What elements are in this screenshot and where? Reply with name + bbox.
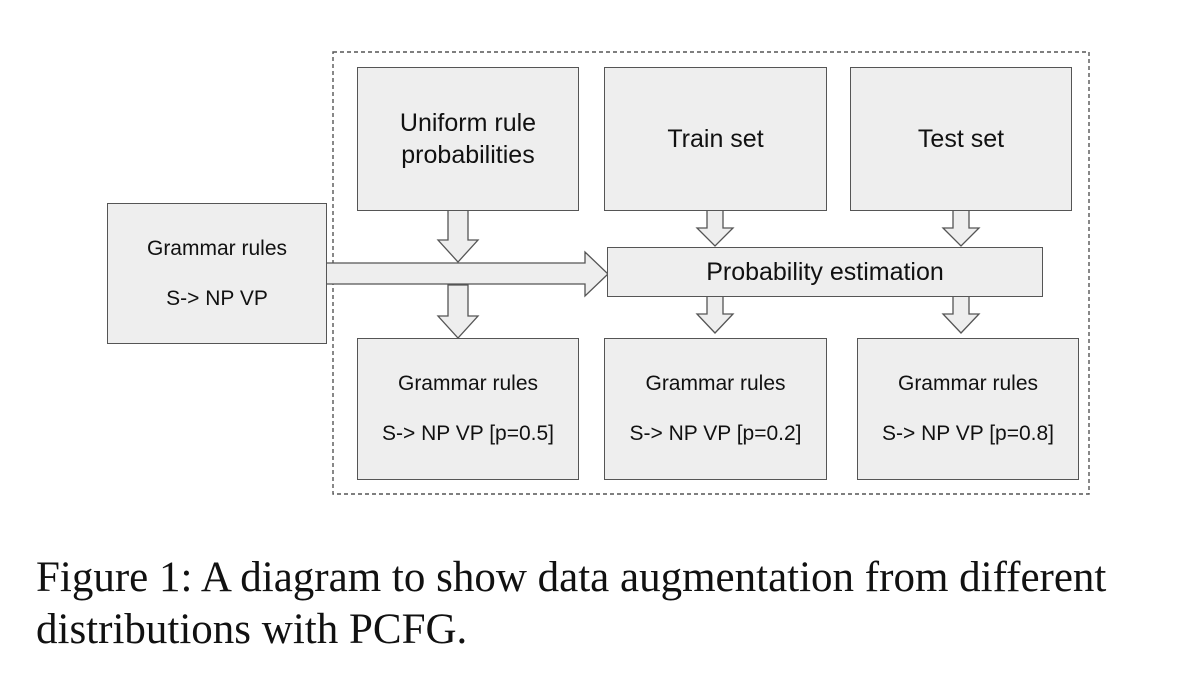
- input-grammar-box: Grammar rules S-> NP VP: [107, 203, 327, 344]
- grammar-to-estimation-arrow: [325, 250, 609, 298]
- estimation-to-train-output-arrow: [695, 295, 735, 334]
- output-grammar-title: Grammar rules: [397, 372, 539, 395]
- train-set-label: Train set: [667, 125, 764, 153]
- uniform-to-output-arrow: [436, 284, 480, 339]
- output-grammar-rule: S-> NP VP [p=0.8]: [882, 422, 1054, 445]
- test-set-box: Test set: [850, 67, 1072, 211]
- output-grammar-title: Grammar rules: [645, 372, 786, 395]
- output-grammar-box-train: Grammar rules S-> NP VP [p=0.2]: [604, 338, 827, 480]
- estimation-to-test-output-arrow: [941, 295, 981, 334]
- dashed-boundary: [332, 51, 1090, 495]
- train-down-arrow: [695, 209, 735, 247]
- output-grammar-box-test: Grammar rules S-> NP VP [p=0.8]: [857, 338, 1079, 480]
- output-grammar-rule: S-> NP VP [p=0.5]: [382, 422, 554, 445]
- diagram-connectors: [325, 51, 1090, 495]
- output-grammar-rule: S-> NP VP [p=0.2]: [629, 422, 802, 445]
- train-set-box: Train set: [604, 67, 827, 211]
- test-set-label: Test set: [917, 125, 1005, 153]
- pcfg-diagram: Grammar rules S-> NP VP Uniform rule pro…: [107, 51, 1090, 495]
- uniform-down-arrow: [436, 209, 480, 263]
- probability-estimation-label: Probability estimation: [706, 258, 944, 286]
- uniform-probabilities-label: Uniform rule probabilities: [399, 109, 537, 169]
- output-grammar-box-uniform: Grammar rules S-> NP VP [p=0.5]: [357, 338, 579, 480]
- figure-caption: Figure 1: A diagram to show data augment…: [36, 554, 1107, 653]
- input-grammar-title: Grammar rules: [146, 236, 288, 260]
- input-grammar-rule: S-> NP VP: [166, 286, 268, 310]
- uniform-probabilities-box: Uniform rule probabilities: [357, 67, 579, 211]
- test-down-arrow: [941, 209, 981, 247]
- probability-estimation-box: Probability estimation: [607, 247, 1043, 297]
- output-grammar-title: Grammar rules: [897, 372, 1039, 395]
